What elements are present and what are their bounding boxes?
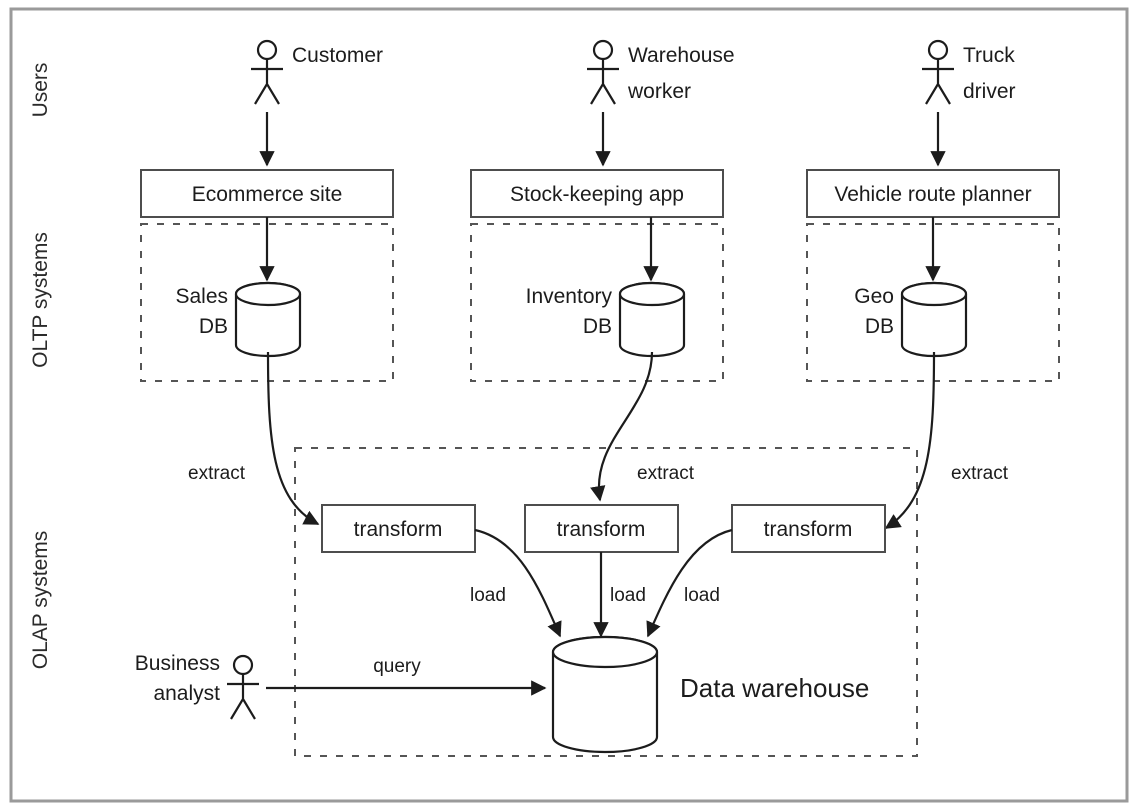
warehouse-worker-label-line2: worker [627,80,691,103]
oltp-group-stock [470,223,724,382]
node-vehicle-route-planner[interactable]: Vehicle route planner [806,169,1060,218]
stock-keeping-app-box[interactable] [470,169,724,218]
oltp-group-ecommerce [140,223,394,382]
lane-label-olap: OLAP systems [29,531,52,670]
flow-load-right [646,528,733,638]
actor-customer: Customer [251,39,383,105]
truck-driver-body-icon [922,60,954,105]
inventory-db-label-line1: Inventory [526,285,613,308]
ecommerce-site-label: Ecommerce site [192,183,343,206]
transform-left-box[interactable] [321,504,476,553]
transform-center-label: transform [557,518,646,541]
extract-label-right: extract [951,463,1009,484]
olap-group-box [294,447,918,757]
truck-driver-label-line2: driver [963,80,1016,103]
geo-db-cylinder-top-icon [900,281,968,307]
vehicle-route-planner-label: Vehicle route planner [834,183,1031,206]
data-warehouse-cylinder-top-icon [551,635,659,669]
sales-db-label-line1: Sales [175,285,228,308]
warehouse-worker-head-icon [592,39,614,61]
load-label-left: load [470,585,506,606]
flow-load-left [474,528,562,638]
geo-db-label-line2: DB [865,315,894,338]
node-stock-keeping-app[interactable]: Stock-keeping app [470,169,724,218]
flow-extract-inventory [590,351,654,502]
flow-extract-geo [884,351,936,529]
truck-driver-label-line1: Truck [963,44,1015,67]
customer-head-icon [256,39,278,61]
warehouse-worker-body-icon [587,60,619,105]
inventory-db-cylinder-top-icon [618,281,686,307]
node-transform-right[interactable]: transform [731,504,886,553]
lane-label-oltp: OLTP systems [29,232,52,368]
customer-label: Customer [292,44,383,67]
transform-left-label: transform [354,518,443,541]
warehouse-worker-label-line1: Warehouse [628,44,735,67]
actor-warehouse-worker: Warehouse worker [587,39,735,105]
geo-db-label-line1: Geo [854,285,894,308]
business-analyst-label-line1: Business [135,652,220,675]
transform-center-box[interactable] [524,504,679,553]
actor-business-analyst: Business analyst [135,652,259,720]
flow-extract-sales [266,351,320,525]
business-analyst-label-line2: analyst [153,682,220,705]
lane-label-users: Users [29,63,52,118]
transform-right-label: transform [764,518,853,541]
actor-truck-driver: Truck driver [922,39,1016,105]
load-label-right: load [684,585,720,606]
node-transform-left[interactable]: transform [321,504,476,553]
customer-body-icon [251,60,283,105]
data-warehouse-label: Data warehouse [680,673,869,703]
truck-driver-head-icon [927,39,949,61]
extract-label-left: extract [188,463,246,484]
database-geo-db[interactable]: Geo DB [854,281,968,358]
query-label: query [373,656,421,677]
inventory-db-label-line2: DB [583,315,612,338]
node-transform-center[interactable]: transform [524,504,679,553]
business-analyst-body-icon [227,675,259,720]
business-analyst-head-icon [232,654,254,676]
database-data-warehouse[interactable]: Data warehouse [551,635,869,754]
load-label-center: load [610,585,646,606]
database-inventory-db[interactable]: Inventory DB [526,281,686,358]
stock-keeping-app-label: Stock-keeping app [510,183,684,206]
database-sales-db[interactable]: Sales DB [175,281,302,358]
node-ecommerce-site[interactable]: Ecommerce site [140,169,394,218]
sales-db-label-line2: DB [199,315,228,338]
transform-right-box[interactable] [731,504,886,553]
extract-label-center: extract [637,463,695,484]
sales-db-cylinder-top-icon [234,281,302,307]
